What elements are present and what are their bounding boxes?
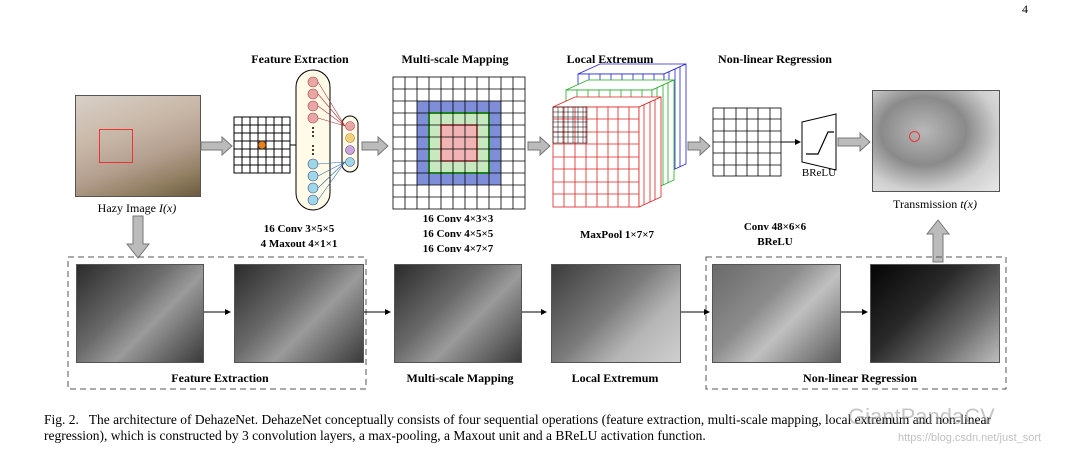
arrow-to-output (837, 131, 871, 153)
arrow-input-down (125, 215, 151, 259)
figure-number: Fig. 2. (44, 412, 79, 427)
figure-caption: Fig. 2. The architecture of DehazeNet. D… (44, 412, 1034, 444)
watermark-brand: GiantPandaCV (848, 404, 995, 429)
nonlinear-map (712, 264, 841, 363)
arrow-to-multiscale (361, 135, 389, 157)
transmission-label: Transmission (893, 197, 958, 211)
arrow-output-up (925, 219, 951, 263)
feature-neurons (290, 69, 359, 211)
transmission-result-map (870, 264, 1000, 363)
arrow-to-nonlinear (687, 135, 711, 157)
spec-line: 16 Conv 3×5×5 (263, 223, 335, 235)
hazy-image-highlight-box (99, 129, 133, 163)
stage-title-multi-scale-mapping: Multi-scale Mapping (401, 52, 509, 66)
multiscale-map (394, 264, 522, 363)
specs-feature-extraction: 16 Conv 3×5×5 4 Maxout 4×1×1 (232, 222, 366, 252)
transmission-map-image (872, 90, 1000, 192)
bottom-label-feature-extraction: Feature Extraction (171, 371, 269, 385)
specs-multi-scale-mapping: 16 Conv 4×3×3 16 Conv 4×5×5 16 Conv 4×7×… (388, 212, 528, 257)
spec-line: 16 Conv 4×7×7 (422, 243, 494, 255)
bottom-label-non-linear-regression: Non-linear Regression (803, 371, 917, 385)
hazy-image-caption: Hazy Image I(x) (60, 201, 214, 216)
spec-line: BReLU (757, 236, 793, 248)
spec-line: 4 Maxout 4×1×1 (260, 238, 338, 250)
stage-title-feature-extraction: Feature Extraction (251, 52, 349, 66)
stage-title-local-extremum: Local Extremum (566, 52, 654, 66)
local-extremum-map (551, 264, 681, 363)
page-number: 4 (1022, 2, 1028, 16)
spec-line: 16 Conv 4×3×3 (422, 213, 494, 225)
watermark-url: https://blog.csdn.net/just_sort (898, 432, 1042, 444)
hazy-image-var: I(x) (158, 201, 177, 215)
brelu-box (801, 113, 837, 171)
non-linear-regression-dashed-box (705, 256, 1007, 390)
specs-non-linear-regression: Conv 48×6×6 BReLU (705, 220, 845, 250)
hazy-image (75, 95, 201, 197)
nonlinear-grid (712, 107, 782, 177)
specs-local-extremum: MaxPool 1×7×7 (552, 229, 682, 241)
multiscale-grid (392, 76, 526, 210)
figure-caption-text: The architecture of DehazeNet. DehazeNet… (44, 412, 992, 443)
spec-line: Conv 48×6×6 (743, 221, 807, 233)
transmission-caption: Transmission t(x) (870, 197, 1000, 212)
arrow-to-local-extremum (527, 135, 551, 157)
spec-line: MaxPool 1×7×7 (580, 229, 654, 241)
bottom-label-local-extremum: Local Extremum (571, 371, 659, 385)
feature-map-1 (76, 264, 204, 363)
bottom-label-multi-scale-mapping: Multi-scale Mapping (406, 371, 514, 385)
spec-line: 16 Conv 4×5×5 (422, 228, 494, 240)
feature-extraction-dashed-box (67, 256, 367, 390)
feature-map-2 (234, 264, 364, 363)
orange-dot-icon (257, 140, 267, 150)
hazy-image-label: Hazy Image (97, 201, 156, 215)
arrow-input-to-grid (200, 135, 233, 157)
transmission-highlight-circle (909, 131, 920, 142)
local-extremum-cubes (552, 63, 687, 208)
stage-title-non-linear-regression: Non-linear Regression (718, 52, 832, 66)
brelu-label: BReLU (801, 167, 837, 179)
transmission-var: t(x) (960, 197, 977, 211)
